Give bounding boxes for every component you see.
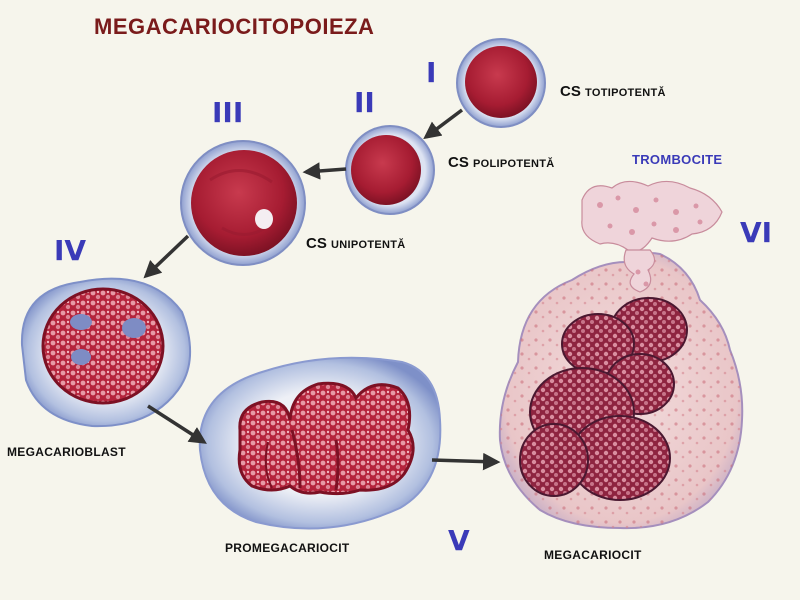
cs-prefix: CS (448, 154, 469, 171)
stage-numeral-VI: VI (740, 216, 773, 249)
stage-numeral-V: V (448, 524, 470, 557)
arrow-V-to-megacariocit (431, 452, 501, 471)
stage-numeral-II: II (354, 86, 375, 119)
stage-numeral-IV: IV (54, 234, 87, 267)
arrow-IV-to-V (147, 404, 207, 444)
cell-promegacariocit (198, 356, 442, 530)
cs-prefix: CS (306, 235, 327, 252)
cell-polipotent (345, 125, 435, 215)
arrow-I-to-II (423, 108, 464, 140)
arrow-III-to-IV (143, 234, 190, 279)
stage-numeral-I: I (426, 56, 437, 89)
label-trombocite: TROMBOCITE (632, 152, 723, 167)
label-polipotenta: POLIPOTENTĂ (473, 158, 555, 170)
label-megacariocit: MEGACARIOCIT (544, 548, 642, 562)
label-promegacariocit: PROMEGACARIOCIT (225, 541, 350, 555)
diagram-title: MEGACARIOCITOPOIEZA (94, 14, 375, 39)
label-unipotenta: UNIPOTENTĂ (331, 239, 406, 251)
label-totipotenta: TOTIPOTENTĂ (585, 87, 666, 99)
label-cs-totipotenta: CS TOTIPOTENTĂ (560, 83, 666, 100)
label-cs-polipotenta: CS POLIPOTENTĂ (448, 154, 555, 171)
cs-prefix: CS (560, 83, 581, 100)
cell-totipotent (456, 38, 546, 128)
label-cs-unipotenta: CS UNIPOTENTĂ (306, 235, 406, 252)
cell-megacarioblast (20, 277, 191, 428)
arrows (143, 108, 501, 471)
label-megacarioblast: MEGACARIOBLAST (7, 445, 126, 459)
cell-unipotent (180, 140, 306, 266)
arrow-II-to-III (302, 162, 347, 180)
cell-megacariocit (498, 180, 744, 530)
stage-numeral-III: III (212, 96, 244, 129)
